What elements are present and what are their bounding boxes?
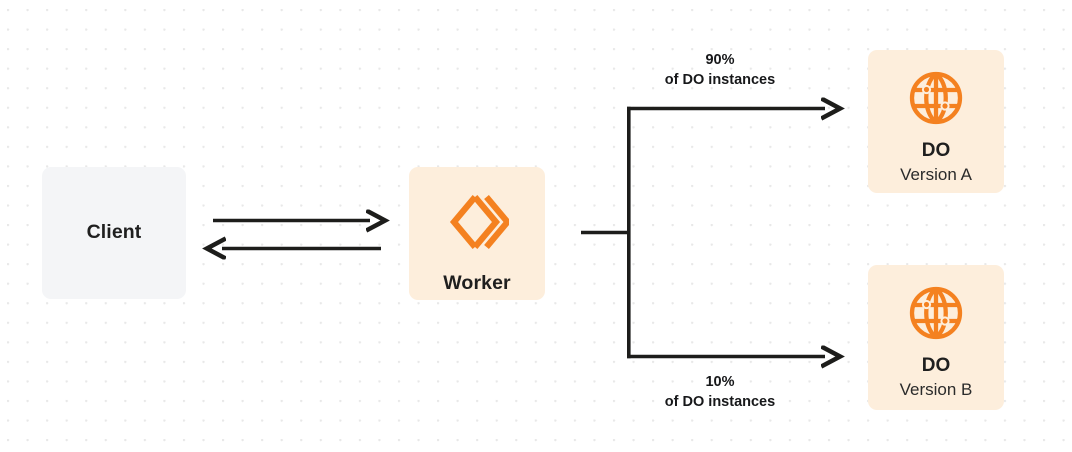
- node-do-version-a[interactable]: DO Version A: [868, 50, 1004, 193]
- edge-label-do-a-detail: of DO instances: [664, 71, 776, 88]
- node-do-b-title: DO: [921, 355, 951, 376]
- edge-label-do-b: 10% of DO instances: [612, 373, 828, 412]
- durable-object-globe-icon: [908, 70, 964, 126]
- node-do-version-b[interactable]: DO Version B: [868, 265, 1004, 410]
- edge-label-do-b-percent: 10%: [705, 374, 735, 390]
- edge-label-do-a-percent: 90%: [705, 52, 735, 68]
- node-do-b-version: Version B: [899, 379, 973, 399]
- node-do-a-version: Version A: [900, 164, 972, 184]
- edge-label-do-b-detail: of DO instances: [664, 393, 776, 410]
- node-worker[interactable]: Worker: [409, 167, 545, 300]
- edge-label-do-a: 90% of DO instances: [612, 51, 828, 90]
- workers-chevron-icon: [445, 191, 509, 253]
- node-client-label: Client: [86, 221, 142, 244]
- durable-object-globe-icon: [908, 285, 964, 341]
- node-do-a-title: DO: [921, 140, 951, 161]
- node-client[interactable]: Client: [42, 167, 186, 299]
- node-worker-label: Worker: [443, 272, 511, 294]
